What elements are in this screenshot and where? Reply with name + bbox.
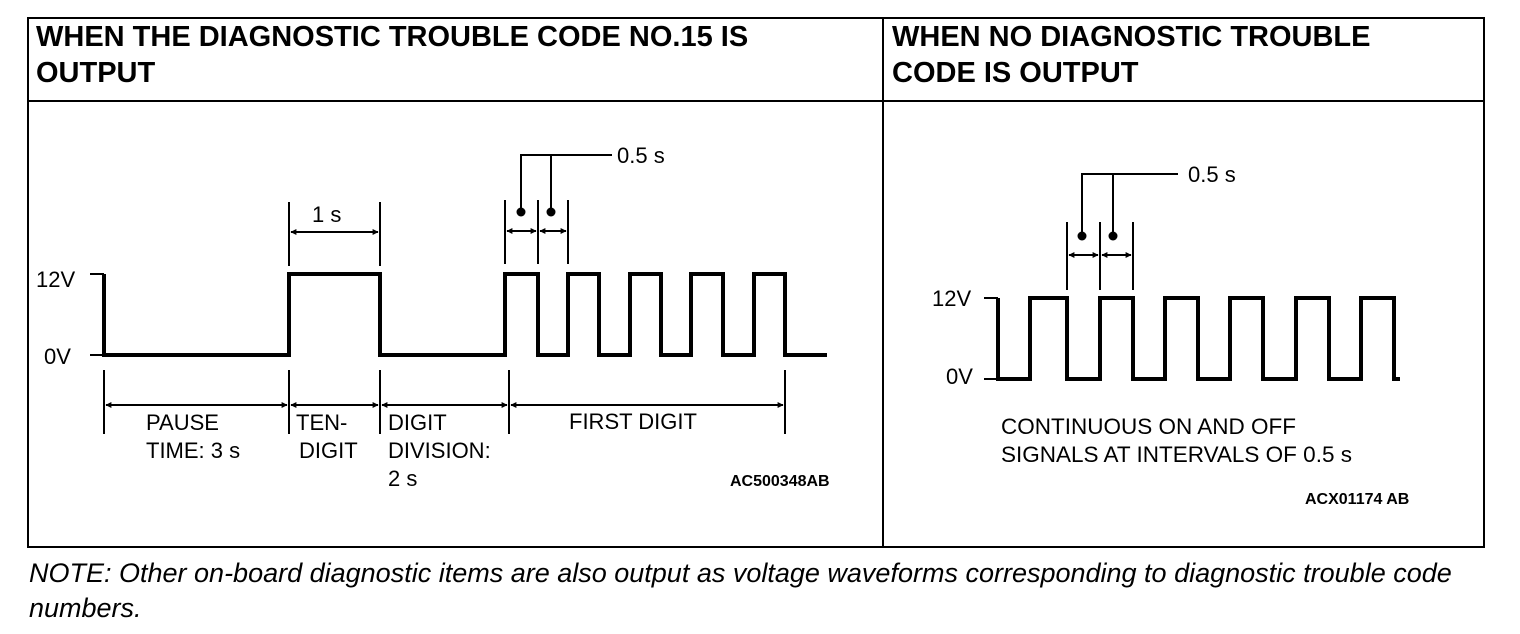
right-caption-line2: SIGNALS AT INTERVALS OF 0.5 s (1001, 442, 1352, 467)
right-label-0v: 0V (946, 364, 973, 389)
left-label-12v: 12V (36, 267, 75, 292)
segment-dimensions (103, 370, 786, 434)
dim-dot-left-1 (516, 207, 526, 217)
dim-dot-right-2 (1108, 231, 1118, 241)
dim-dot-right-1 (1077, 231, 1087, 241)
right-caption-line1: CONTINUOUS ON AND OFF (1001, 414, 1296, 439)
note-text: NOTE: Other on-board diagnostic items ar… (29, 558, 1452, 623)
dim-1s-label: 1 s (312, 202, 341, 227)
right-header-line2: CODE IS OUTPUT (892, 57, 1139, 89)
left-waveform (102, 272, 827, 357)
right-waveform (996, 296, 1400, 381)
left-label-0v: 0V (44, 344, 71, 369)
division-label-line3: 2 s (388, 466, 417, 491)
dim-05s-left-label: 0.5 s (617, 143, 665, 168)
dim-1s (288, 202, 381, 266)
dim-05s-right-label: 0.5 s (1188, 162, 1236, 187)
first-digit-label: FIRST DIGIT (569, 409, 697, 434)
dim-dot-left-2 (546, 207, 556, 217)
right-figure-code: ACX01174 AB (1305, 491, 1409, 508)
dim-05s-left (504, 154, 612, 264)
right-header-line1: WHEN NO DIAGNOSTIC TROUBLE (892, 21, 1371, 53)
diagram: WHEN THE DIAGNOSTIC TROUBLE CODE NO.15 I… (27, 17, 1485, 548)
division-label-line1: DIGIT (388, 410, 447, 435)
pause-label-line1: PAUSE (146, 410, 219, 435)
left-panel: WHEN THE DIAGNOSTIC TROUBLE CODE NO.15 I… (36, 21, 830, 491)
left-header-line1: WHEN THE DIAGNOSTIC TROUBLE CODE NO.15 I… (36, 21, 748, 53)
pause-label-line2: TIME: 3 s (146, 438, 240, 463)
table-frame (27, 17, 1485, 548)
right-panel: WHEN NO DIAGNOSTIC TROUBLE CODE IS OUTPU… (892, 21, 1409, 508)
right-label-12v: 12V (932, 286, 971, 311)
division-label-line2: DIVISION: (388, 438, 491, 463)
ten-digit-label-line1: TEN- (296, 410, 347, 435)
ten-digit-label-line2: DIGIT (299, 438, 358, 463)
left-figure-code: AC500348AB (730, 473, 830, 490)
left-header-line2: OUTPUT (36, 57, 156, 89)
dim-05s-right (1066, 173, 1178, 290)
